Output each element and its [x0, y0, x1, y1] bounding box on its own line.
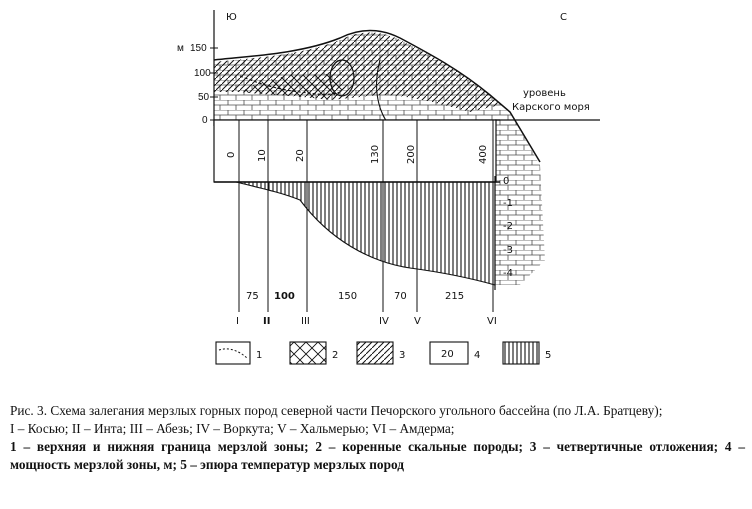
y-tick-100: 100 — [194, 68, 211, 79]
legend-box-value: 20 — [441, 349, 454, 360]
legend-number: 1 — [256, 350, 262, 361]
distance-label: 215 — [445, 291, 464, 302]
thickness-value: 20 — [295, 149, 306, 162]
legend-item-4: 20 4 — [429, 341, 480, 365]
ground-surface — [213, 29, 541, 163]
station-label: I — [236, 316, 239, 327]
caption-title: Рис. 3. Схема залегания мерзлых горных п… — [10, 403, 663, 418]
temperature-epure — [235, 181, 496, 286]
thickness-value: 0 — [226, 152, 237, 158]
legend: 1 2 3 20 4 5 — [215, 341, 551, 365]
rock-zone-left — [240, 74, 345, 100]
temperature-tick: -1 — [503, 198, 513, 209]
temperature-tick: -2 — [503, 221, 513, 232]
thickness-value: 130 — [370, 145, 381, 164]
permafrost-diagram: Ю С м 150 100 50 0 уровень Карского моря… — [177, 10, 600, 365]
legend-item-2: 2 — [289, 341, 338, 365]
sea-level-label-line2: Карского моря — [512, 102, 590, 113]
upper-permafrost-boundary — [239, 75, 341, 95]
sea-level-label-line1: уровень — [523, 88, 566, 99]
legend-number: 5 — [545, 350, 551, 361]
station-label: VI — [487, 316, 497, 327]
temperature-scale: 0 -1 -2 -3 -4 — [494, 176, 513, 290]
caption-legend: 1 – верхняя и нижняя граница мерзлой зон… — [10, 439, 745, 472]
legend-item-1: 1 — [215, 341, 262, 365]
temperature-tick: -3 — [503, 245, 513, 256]
station-label: V — [414, 316, 421, 327]
legend-item-5: 5 — [502, 341, 551, 365]
legend-number: 3 — [399, 350, 405, 361]
thickness-value: 400 — [478, 145, 489, 164]
compass-north: С — [560, 12, 567, 23]
compass-south: Ю — [226, 12, 237, 23]
station-label: II — [263, 316, 270, 327]
caption-stations: I – Косью; II – Инта; III – Абезь; IV – … — [10, 421, 455, 436]
distance-label: 75 — [246, 291, 259, 302]
station-lines — [238, 120, 494, 312]
y-tick-0: 0 — [202, 115, 208, 126]
distance-label: 70 — [394, 291, 407, 302]
legend-item-3: 3 — [356, 341, 405, 365]
legend-number: 4 — [474, 350, 480, 361]
station-label: III — [301, 316, 310, 327]
figure-caption: Рис. 3. Схема залегания мерзлых горных п… — [10, 402, 745, 474]
y-tick-150: 150 — [190, 43, 207, 54]
station-label: IV — [379, 316, 389, 327]
lens-upper — [329, 59, 355, 97]
y-axis-unit: м — [177, 43, 184, 54]
temperature-tick: -4 — [503, 268, 513, 279]
temperature-tick: 0 — [503, 176, 509, 187]
thickness-value: 10 — [257, 149, 268, 162]
thickness-band — [213, 119, 497, 183]
thickness-value: 200 — [406, 145, 417, 164]
legend-number: 2 — [332, 350, 338, 361]
distance-label: 100 — [274, 291, 295, 302]
y-axis: м 150 100 50 0 — [177, 10, 218, 126]
y-tick-50: 50 — [198, 92, 210, 103]
distance-label: 150 — [338, 291, 357, 302]
